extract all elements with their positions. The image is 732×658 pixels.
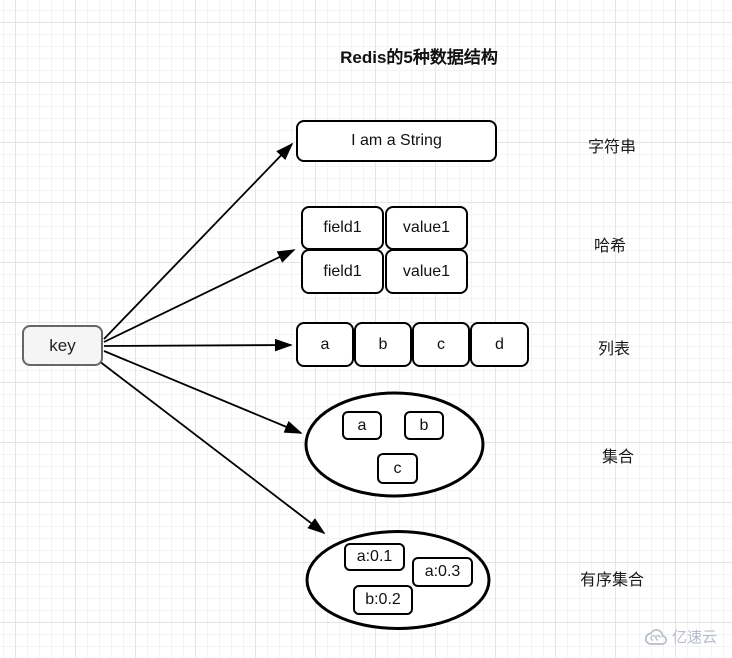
- label-set: 集合: [602, 449, 635, 466]
- arrow-key-to-zset: [98, 360, 326, 535]
- label-list: 列表: [598, 341, 631, 358]
- cloud-icon: [644, 628, 668, 645]
- zset-item-a01: a:0.1: [344, 543, 405, 571]
- hash-cell-field-1: field1: [301, 206, 384, 250]
- key-node: key: [22, 325, 103, 366]
- watermark-text: 亿速云: [672, 629, 718, 646]
- diagram-title: Redis的5种数据结构: [340, 48, 498, 67]
- label-hash: 哈希: [594, 238, 627, 255]
- arrow-key-to-list: [103, 338, 293, 352]
- watermark: 亿速云: [644, 626, 717, 647]
- list-cell-c: c: [412, 322, 470, 367]
- list-cell-a: a: [296, 322, 354, 367]
- set-item-b: b: [404, 411, 444, 440]
- hash-cell-value-2: value1: [385, 249, 468, 294]
- zset-item-a03: a:0.3: [412, 557, 473, 587]
- list-cell-d: d: [470, 322, 529, 367]
- list-cell-b: b: [354, 322, 412, 367]
- label-string: 字符串: [588, 139, 637, 156]
- hash-cell-value-1: value1: [385, 206, 468, 250]
- arrow-key-to-string: [103, 142, 294, 340]
- arrow-key-to-set: [103, 350, 303, 434]
- string-node: I am a String: [296, 120, 497, 162]
- set-item-c: c: [377, 453, 418, 484]
- label-zset: 有序集合: [580, 572, 645, 589]
- zset-item-b02: b:0.2: [353, 585, 413, 615]
- hash-cell-field-2: field1: [301, 249, 384, 294]
- arrow-key-to-hash: [103, 249, 296, 343]
- set-item-a: a: [342, 411, 382, 440]
